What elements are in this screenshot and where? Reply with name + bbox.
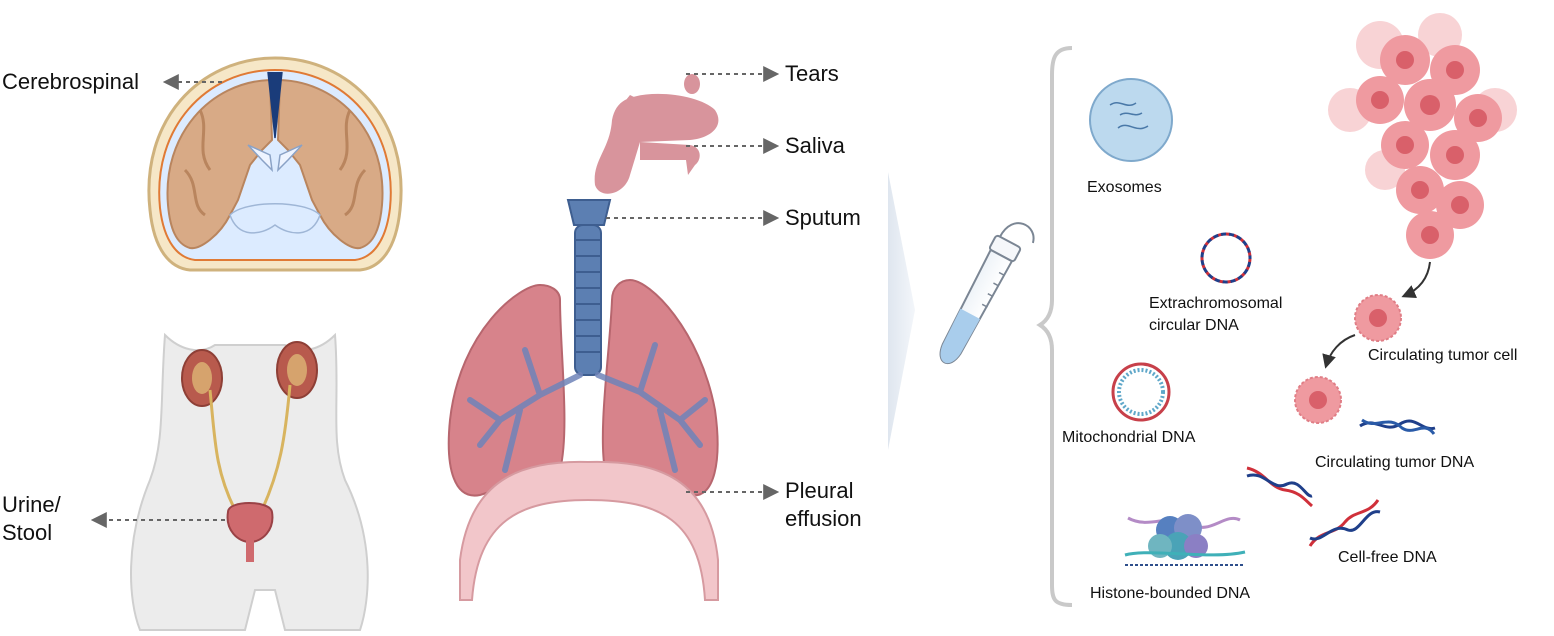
effusion-label: effusion	[785, 506, 862, 531]
ecdna-label-line1: Extrachromosomal	[1149, 295, 1282, 312]
ctc-label: Circulating tumor cell	[1368, 347, 1517, 364]
ctc-icon-1	[1354, 294, 1402, 342]
tumor-cluster-icon	[1328, 13, 1517, 259]
stool-label: Stool	[2, 520, 52, 545]
ctc-icon-2	[1294, 376, 1342, 424]
grouping-brace	[1036, 46, 1073, 607]
histone-dna-icon	[1124, 514, 1246, 566]
exosomes-label: Exosomes	[1087, 179, 1162, 196]
respiratory-system-icon	[447, 74, 719, 601]
urine-label: Urine/	[2, 492, 62, 517]
ecdna-icon	[1200, 232, 1252, 284]
histone-dna-label: Histone-bounded DNA	[1090, 585, 1250, 602]
cell-free-dna-icon-2	[1308, 499, 1381, 547]
ecdna-label-line2: circular DNA	[1149, 317, 1239, 334]
brain-cross-section-icon	[147, 56, 403, 272]
ctc-to-ctc-arrow	[1322, 334, 1356, 369]
pleural-label: Pleural	[785, 478, 853, 503]
cell-free-dna-icon-1	[1246, 466, 1313, 508]
cerebrospinal-label: Cerebrospinal	[2, 69, 139, 94]
ctdna-label: Circulating tumor DNA	[1315, 454, 1474, 471]
ctdna-icon	[1359, 418, 1436, 435]
tears-label: Tears	[785, 61, 839, 86]
sputum-label: Sputum	[785, 205, 861, 230]
cell-free-dna-label: Cell-free DNA	[1338, 549, 1437, 566]
flow-chevron	[888, 172, 915, 450]
mitochondrial-dna-icon	[1111, 362, 1171, 422]
exosome-icon	[1089, 78, 1173, 162]
sample-tube-icon	[939, 222, 1035, 365]
mitochondrial-dna-label: Mitochondrial DNA	[1062, 429, 1196, 446]
tumor-to-ctc-arrow	[1401, 261, 1431, 299]
torso-urinary-system-icon	[130, 332, 369, 631]
saliva-label: Saliva	[785, 133, 846, 158]
